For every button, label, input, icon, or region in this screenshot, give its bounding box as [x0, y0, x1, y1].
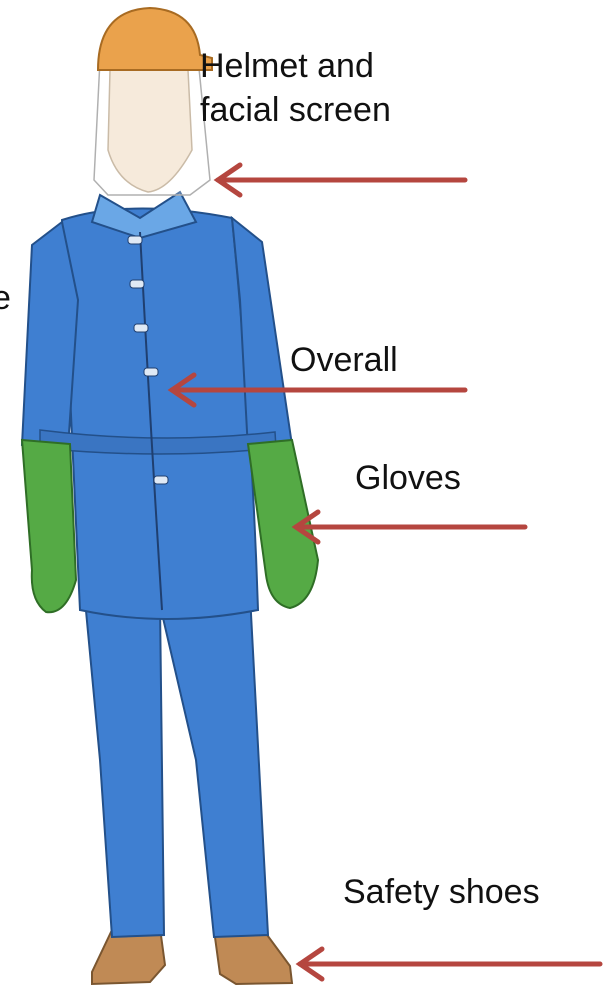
- zipper-tab: [144, 368, 158, 376]
- zipper-tab: [154, 476, 168, 484]
- left-leg: [85, 600, 164, 937]
- right-leg: [160, 595, 268, 937]
- torso: [62, 208, 258, 619]
- right-glove: [248, 440, 318, 608]
- label-gloves: Gloves: [355, 456, 461, 500]
- left-sleeve: [22, 222, 78, 448]
- zipper-tab: [128, 236, 142, 244]
- label-helmet-line-1: Helmet and: [200, 44, 374, 88]
- label-safety-shoes: Safety shoes: [343, 870, 540, 914]
- zipper-tab: [134, 324, 148, 332]
- helmet-icon: [98, 8, 212, 70]
- worker-figure: [22, 8, 318, 984]
- label-cutoff-fragment: e: [0, 276, 11, 320]
- left-glove: [22, 440, 76, 612]
- label-helmet-line-2: facial screen: [200, 88, 391, 132]
- facial-screen: [94, 58, 210, 195]
- label-overall: Overall: [290, 338, 398, 382]
- zipper-tab: [130, 280, 144, 288]
